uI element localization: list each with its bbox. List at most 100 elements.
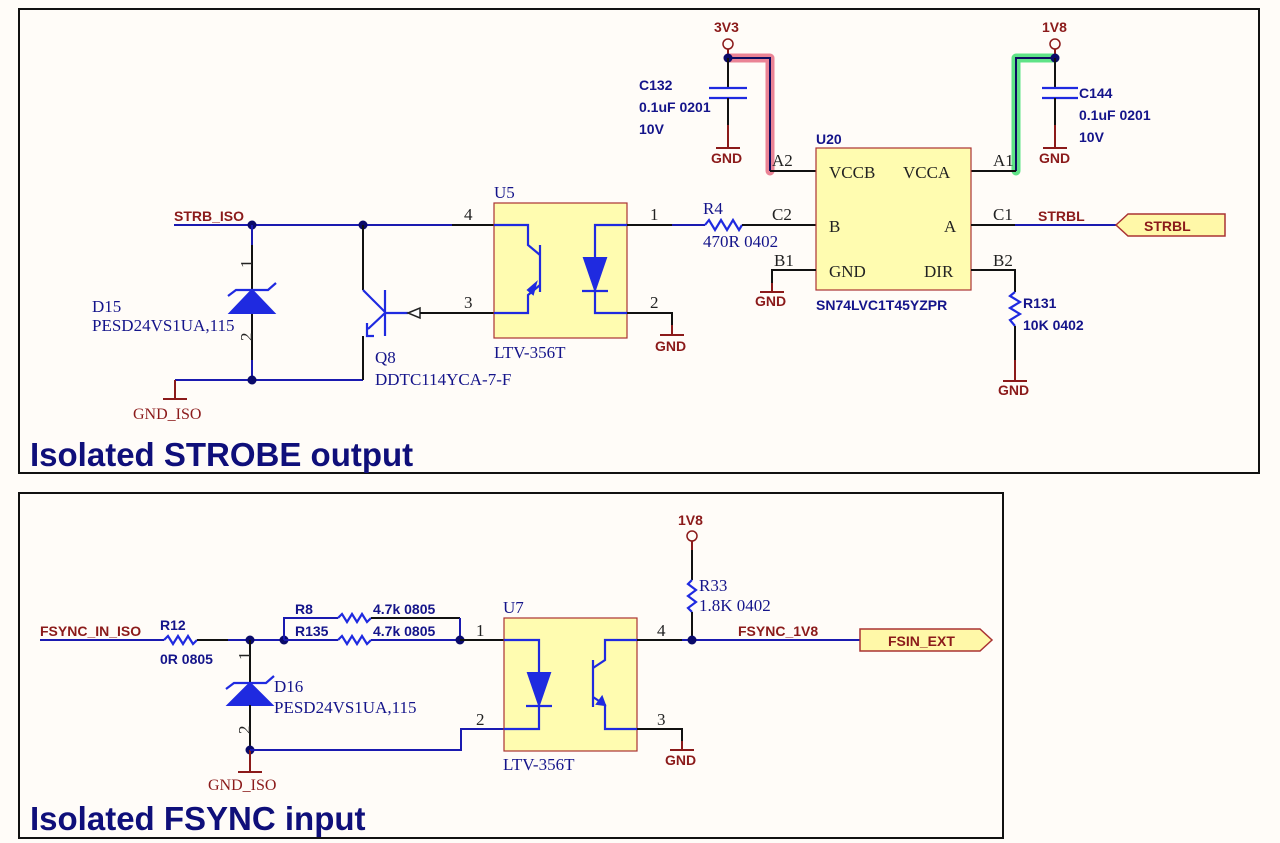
r135-ref: R135 [295,623,329,639]
led-icon [526,672,552,709]
r12-resistor[interactable]: FSYNC_IN_ISO R12 0R 0805 [40,617,289,667]
net-strbl[interactable]: STRBL [971,208,1116,226]
u7-ref: U7 [503,598,524,617]
u5-optocoupler[interactable]: U5 4 3 1 2 LTV-356T [464,183,659,362]
net-fsync-1v8[interactable]: FSYNC_1V8 [637,623,860,645]
net-label-gnd-iso: GND_ISO [208,777,276,794]
power-port-icon [686,530,698,542]
net-label-strbl: STRBL [1038,208,1085,224]
u7-value: LTV-356T [503,755,575,774]
d16-ref: D16 [274,677,303,696]
c132-voltage: 10V [639,121,665,137]
svg-text:VCCA: VCCA [903,163,951,182]
r135-resistor[interactable]: R135 4.7k 0805 [284,623,504,647]
svg-text:2: 2 [650,293,659,312]
svg-text:3: 3 [657,710,666,729]
svg-text:2: 2 [237,333,256,342]
r4-value: 470R 0402 [703,232,778,251]
svg-text:GND: GND [829,262,866,281]
c144-voltage: 10V [1079,129,1105,145]
port-fsin-ext[interactable]: FSIN_EXT [859,628,994,652]
q8-ref: Q8 [375,348,396,367]
power-label-1v8: 1V8 [678,512,703,528]
port-strbl[interactable]: STRBL [1114,213,1226,237]
u20-ref: U20 [816,131,842,147]
strobe-frame [18,8,1260,474]
resistor-zigzag-icon [1007,291,1023,327]
svg-text:C1: C1 [993,205,1013,224]
junction [687,635,697,645]
d16-tvs-diode[interactable]: 1 2 D16 PESD24VS1UA,115 GND_ISO [208,640,504,794]
resistor-zigzag-icon [163,633,198,647]
net-label-gnd-iso: GND_ISO [133,406,201,423]
svg-text:DIR: DIR [924,262,954,281]
svg-text:1: 1 [235,652,254,661]
r4-resistor[interactable]: R4 470R 0402 [627,199,816,251]
r131-ref: R131 [1023,295,1057,311]
power-port-icon [1049,38,1061,50]
resistor-zigzag-icon [337,611,372,625]
svg-text:4: 4 [464,205,473,224]
net-label-strb-iso: STRB_ISO [174,208,244,224]
svg-text:1: 1 [650,205,659,224]
c144-ref: C144 [1079,85,1113,101]
svg-text:A1: A1 [993,151,1014,170]
r12-ref: R12 [160,617,186,633]
c132-ref: C132 [639,77,673,93]
c132-value: 0.1uF 0201 [639,99,711,115]
resistor-zigzag-icon [704,217,743,233]
led-icon [582,257,608,294]
r8-ref: R8 [295,601,313,617]
c132-capacitor[interactable]: 3V3 GND C132 0.1uF 0201 10V [639,19,816,176]
svg-text:B: B [829,217,840,236]
u20-value: SN74LVC1T45YZPR [816,297,947,313]
svg-text:GND: GND [711,150,742,166]
fsync-section-title: Isolated FSYNC input [30,800,366,837]
u5-gnd[interactable]: GND [627,312,686,354]
resistor-zigzag-icon [686,579,698,613]
port-fsin-ext-label: FSIN_EXT [888,633,955,649]
r8-resistor[interactable]: R8 4.7k 0805 [283,601,461,640]
r131-value: 10K 0402 [1023,317,1084,333]
diode-triangle-icon [225,681,275,706]
resistor-zigzag-icon [337,633,372,647]
junction [247,375,257,385]
r33-resistor[interactable]: 1V8 R33 1.8K 0402 [678,512,771,640]
power-port-icon [722,38,734,50]
svg-text:B2: B2 [993,251,1013,270]
net-gnd-iso-strobe[interactable]: GND_ISO [133,375,363,424]
svg-text:GND: GND [998,382,1029,398]
r33-value: 1.8K 0402 [699,596,771,615]
d15-tvs-diode[interactable]: 1 2 D15 PESD24VS1UA,115 [92,225,277,380]
net-label-fsync-in-iso: FSYNC_IN_ISO [40,623,141,639]
port-strbl-label: STRBL [1144,218,1191,234]
input-arrow-icon [406,306,421,320]
net-strb-iso[interactable]: STRB_ISO [174,208,494,230]
svg-text:3: 3 [464,293,473,312]
u7-optocoupler[interactable]: U7 1 2 4 3 LTV-356T GND [476,598,696,774]
q8-value: DDTC114YCA-7-F [375,370,511,389]
r135-value: 4.7k 0805 [373,623,435,639]
svg-text:GND: GND [655,338,686,354]
r4-ref: R4 [703,199,723,218]
diode-triangle-icon [227,288,277,314]
d15-ref: D15 [92,297,121,316]
svg-text:GND: GND [1039,150,1070,166]
svg-text:1: 1 [476,621,485,640]
strobe-section-title: Isolated STROBE output [30,436,413,473]
q8-transistor[interactable]: Q8 DDTC114YCA-7-F [362,225,511,389]
d16-value: PESD24VS1UA,115 [274,698,416,717]
power-label-3v3: 3V3 [714,19,739,35]
fsync-frame [18,492,1004,839]
svg-text:GND: GND [665,752,696,768]
r131-resistor[interactable]: GND R131 10K 0402 [971,269,1084,398]
d15-value: PESD24VS1UA,115 [92,316,234,335]
svg-text:VCCB: VCCB [829,163,875,182]
svg-text:2: 2 [235,726,254,735]
u20-level-shifter[interactable]: U20 VCCB VCCA B A GND DIR A2 A1 C2 C1 B1… [755,131,1014,313]
c144-capacitor[interactable]: 1V8 GND C144 0.1uF 0201 10V [971,19,1151,176]
strobe-section: Isolated STROBE output STRB_ISO 1 2 D15 … [18,8,1260,474]
svg-text:A2: A2 [772,151,793,170]
fsync-section: Isolated FSYNC input FSYNC_IN_ISO R12 0R… [18,492,1004,839]
